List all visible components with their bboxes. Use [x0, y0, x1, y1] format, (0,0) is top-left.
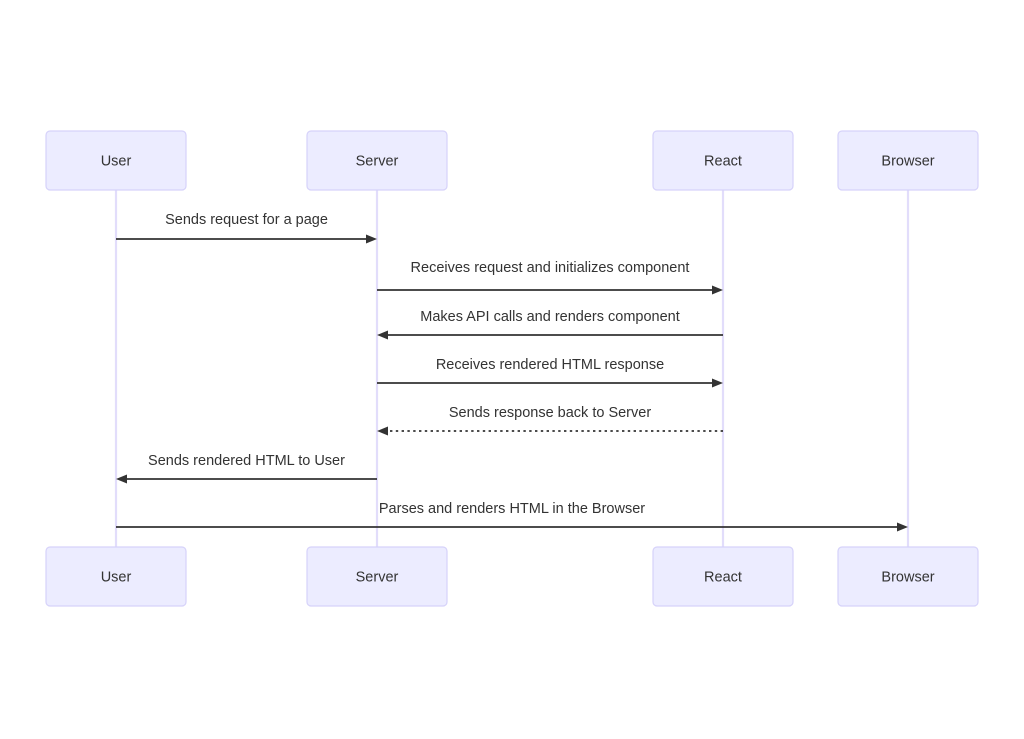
actor-box-user-bottom[interactable]: User [45, 546, 187, 607]
message-label-3: Makes API calls and renders component [420, 309, 680, 325]
actor-box-server-bottom[interactable]: Server [306, 546, 448, 607]
message-4[interactable]: Receives rendered HTML response [377, 357, 723, 388]
actor-rect-user [45, 130, 187, 191]
actor-label-react: React [704, 153, 742, 169]
message-arrowhead-5 [377, 426, 388, 436]
actor-rect-react [652, 546, 794, 607]
actor-boxes-top: User Server React Browser [45, 130, 979, 191]
message-label-2: Receives request and initializes compone… [411, 260, 690, 276]
message-arrowhead-4 [712, 378, 723, 388]
actor-label-server: Server [356, 569, 399, 585]
message-label-7: Parses and renders HTML in the Browser [379, 501, 645, 517]
actor-box-user-top[interactable]: User [45, 130, 187, 191]
actor-label-user: User [101, 569, 132, 585]
message-5[interactable]: Sends response back to Server [377, 405, 723, 436]
actor-box-react-top[interactable]: React [652, 130, 794, 191]
actor-box-browser-top[interactable]: Browser [837, 130, 979, 191]
message-arrowhead-3 [377, 330, 388, 340]
actor-rect-user [45, 546, 187, 607]
actor-label-user: User [101, 153, 132, 169]
message-3[interactable]: Makes API calls and renders component [377, 309, 723, 340]
message-7[interactable]: Parses and renders HTML in the Browser [116, 501, 908, 532]
actor-box-browser-bottom[interactable]: Browser [837, 546, 979, 607]
message-arrowhead-2 [712, 285, 723, 295]
message-label-5: Sends response back to Server [449, 405, 651, 421]
message-1[interactable]: Sends request for a page [116, 212, 377, 244]
lifelines-group [114, 190, 910, 547]
message-label-1: Sends request for a page [165, 212, 328, 228]
message-label-6: Sends rendered HTML to User [148, 453, 345, 469]
actor-rect-react [652, 130, 794, 191]
actor-label-server: Server [356, 153, 399, 169]
actor-box-react-bottom[interactable]: React [652, 546, 794, 607]
actor-boxes-bottom: User Server React Browser [45, 546, 979, 607]
message-arrowhead-6 [116, 474, 127, 484]
actor-rect-browser [837, 546, 979, 607]
actor-rect-server [306, 130, 448, 191]
message-2[interactable]: Receives request and initializes compone… [377, 260, 723, 295]
actor-rect-browser [837, 130, 979, 191]
message-arrowhead-7 [897, 522, 908, 532]
actor-label-browser: Browser [881, 569, 934, 585]
actor-label-react: React [704, 569, 742, 585]
message-6[interactable]: Sends rendered HTML to User [116, 453, 377, 484]
actor-rect-server [306, 546, 448, 607]
message-arrowhead-1 [366, 234, 377, 244]
message-label-4: Receives rendered HTML response [436, 357, 664, 373]
actor-box-server-top[interactable]: Server [306, 130, 448, 191]
actor-label-browser: Browser [881, 153, 934, 169]
